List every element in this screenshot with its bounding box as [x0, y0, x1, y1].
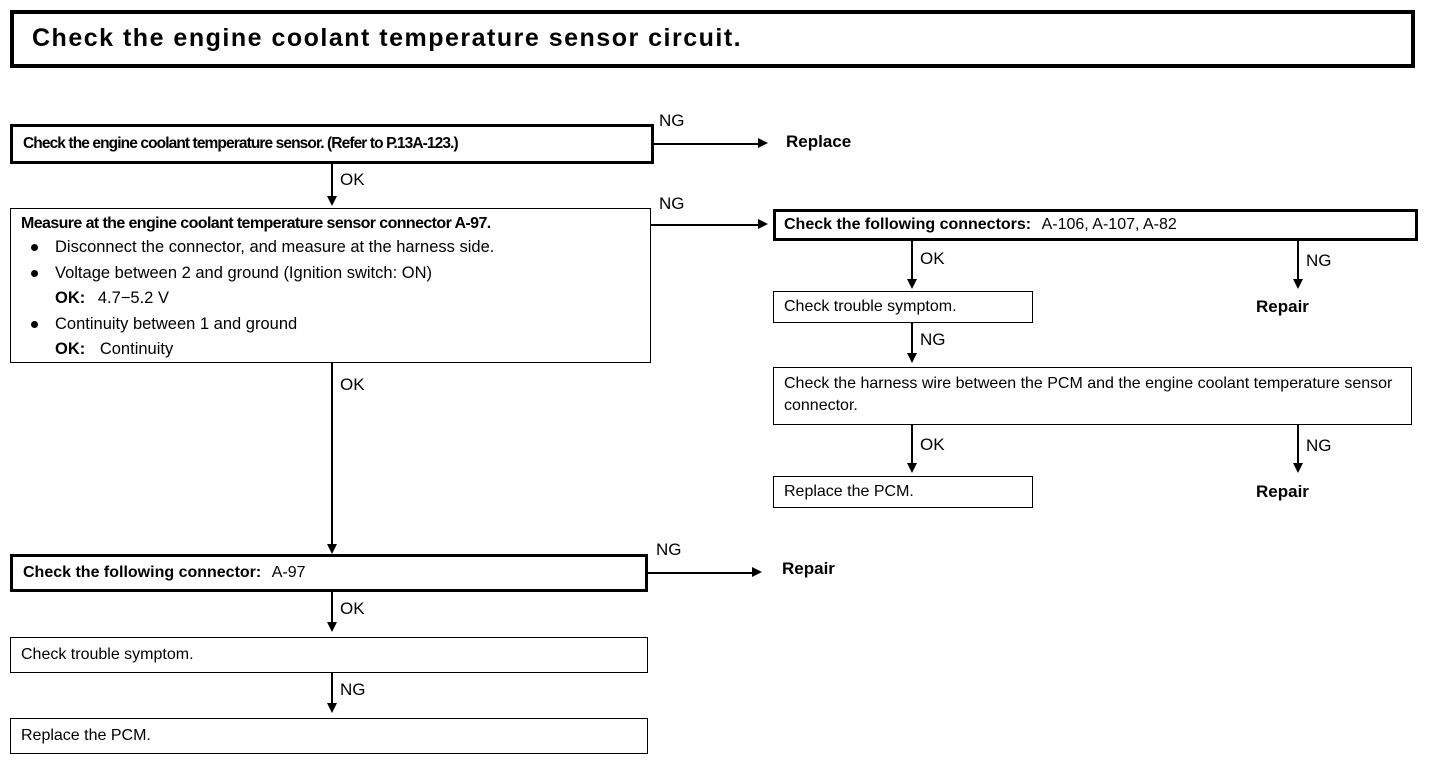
- node-check-harness-wire-label: Check the harness wire between the PCM a…: [784, 375, 1393, 414]
- node-measure-connector[interactable]: Measure at the engine coolant temperatur…: [10, 208, 651, 363]
- edge-connectors-ok-arrowhead: [907, 279, 917, 289]
- node-measure-heading: Measure at the engine coolant temperatur…: [21, 215, 491, 232]
- edge-label-ok-harness: OK: [920, 435, 945, 454]
- node-check-connector-a97[interactable]: Check the following connector: A-97: [10, 554, 648, 592]
- node-check-trouble-symptom-bottom[interactable]: Check trouble symptom.: [10, 637, 648, 673]
- edge-label-ng-a97: NG: [656, 540, 682, 559]
- node-check-connectors-multi-text: Check the following connectors: A-106, A…: [776, 215, 1177, 235]
- measure-ok-continuity-row: OK: Continuity: [21, 337, 650, 363]
- node-check-connector-a97-text: Check the following connector: A-97: [13, 563, 305, 583]
- edge-connectors-ng-arrowhead: [1293, 279, 1303, 289]
- edge-sensor-ng-line: [654, 143, 764, 145]
- node-check-connectors-multi-label: Check the following connectors:: [784, 216, 1032, 233]
- edge-label-ok-sensor: OK: [340, 170, 365, 189]
- node-check-connectors-multi-value: A-106, A-107, A-82: [1041, 216, 1177, 233]
- list-item: Disconnect the connector, and measure at…: [21, 235, 650, 261]
- edge-sensor-ng-arrowhead: [758, 138, 768, 148]
- list-item: Continuity between 1 and ground: [21, 312, 650, 338]
- edge-a97-ok-arrowhead: [327, 622, 337, 632]
- list-item: Voltage between 2 and ground (Ignition s…: [21, 261, 650, 287]
- node-replace-pcm-right[interactable]: Replace the PCM.: [773, 476, 1033, 508]
- node-replace-pcm-bottom-label: Replace the PCM.: [21, 727, 151, 744]
- node-check-trouble-symptom-bottom-label: Check trouble symptom.: [21, 646, 194, 663]
- bullet-dot-icon: [31, 244, 38, 251]
- edge-harness-ok-line: [911, 425, 913, 465]
- edge-sensor-ok-line: [331, 164, 333, 198]
- node-check-sensor-label: Check the engine coolant temperature sen…: [23, 135, 459, 153]
- edge-label-ok-measure: OK: [340, 375, 365, 394]
- edge-measure-ng-line: [651, 224, 763, 226]
- measure-bullet-1: Disconnect the connector, and measure at…: [55, 238, 495, 256]
- edge-a97-ng-arrowhead: [752, 567, 762, 577]
- edge-label-ng-measure: NG: [659, 194, 685, 213]
- bullet-dot-icon: [31, 269, 38, 277]
- measure-ok-voltage-label: OK:: [55, 289, 86, 308]
- node-replace-pcm-right-label: Replace the PCM.: [784, 483, 914, 500]
- terminal-repair-1: Repair: [1256, 297, 1309, 316]
- page-title: Check the engine coolant temperature sen…: [32, 24, 743, 53]
- measure-ok-voltage-row: OK: 4.7−5.2 V: [21, 286, 650, 312]
- measure-bullet-list: Disconnect the connector, and measure at…: [11, 235, 650, 363]
- node-check-trouble-symptom-right[interactable]: Check trouble symptom.: [773, 291, 1033, 323]
- terminal-replace: Replace: [786, 132, 852, 151]
- edge-a97-ok-line: [331, 592, 333, 624]
- edge-label-ng-connectors: NG: [1306, 251, 1332, 270]
- edge-label-ng-sensor: NG: [659, 111, 685, 130]
- edge-trouble-right-ng-arrowhead: [907, 353, 917, 363]
- edge-harness-ng-arrowhead: [1293, 463, 1303, 473]
- node-check-connectors-multi[interactable]: Check the following connectors: A-106, A…: [773, 209, 1418, 241]
- edge-label-ng-trouble-right: NG: [920, 330, 946, 349]
- edge-measure-ng-arrowhead: [758, 219, 768, 229]
- edge-harness-ng-line: [1297, 425, 1299, 465]
- terminal-repair-2: Repair: [1256, 482, 1309, 501]
- edge-harness-ok-arrowhead: [907, 463, 917, 473]
- edge-label-ng-harness: NG: [1306, 436, 1332, 455]
- edge-trouble-bottom-ng-arrowhead: [327, 703, 337, 713]
- edge-measure-ok-arrowhead: [327, 544, 337, 554]
- edge-connectors-ok-line: [911, 241, 913, 281]
- edge-trouble-bottom-ng-line: [331, 673, 333, 705]
- terminal-repair-bottom: Repair: [782, 559, 835, 578]
- node-replace-pcm-bottom[interactable]: Replace the PCM.: [10, 718, 648, 754]
- edge-label-ok-connectors: OK: [920, 249, 945, 268]
- edge-a97-ng-line: [648, 572, 758, 574]
- measure-ok-continuity-value: Continuity: [99, 340, 174, 359]
- node-check-connector-a97-value: A-97: [271, 564, 306, 581]
- edge-measure-ok-line: [331, 363, 333, 547]
- bullet-dot-icon: [31, 320, 38, 328]
- measure-ok-continuity-label: OK:: [55, 340, 86, 359]
- measure-ok-voltage-value: 4.7−5.2 V: [97, 289, 169, 308]
- edge-label-ok-a97: OK: [340, 599, 365, 618]
- page-title-banner: Check the engine coolant temperature sen…: [10, 10, 1415, 68]
- edge-connectors-ng-line: [1297, 241, 1299, 281]
- node-check-trouble-symptom-right-label: Check trouble symptom.: [784, 298, 957, 315]
- node-check-harness-wire[interactable]: Check the harness wire between the PCM a…: [773, 367, 1412, 425]
- edge-sensor-ok-arrowhead: [327, 196, 337, 206]
- edge-trouble-right-ng-line: [911, 323, 913, 355]
- node-check-connector-a97-label: Check the following connector:: [23, 564, 262, 581]
- node-check-sensor[interactable]: Check the engine coolant temperature sen…: [10, 124, 654, 164]
- measure-bullet-2: Voltage between 2 and ground (Ignition s…: [55, 263, 432, 282]
- measure-bullet-3: Continuity between 1 and ground: [55, 314, 298, 333]
- edge-label-ng-trouble-bottom: NG: [340, 680, 366, 699]
